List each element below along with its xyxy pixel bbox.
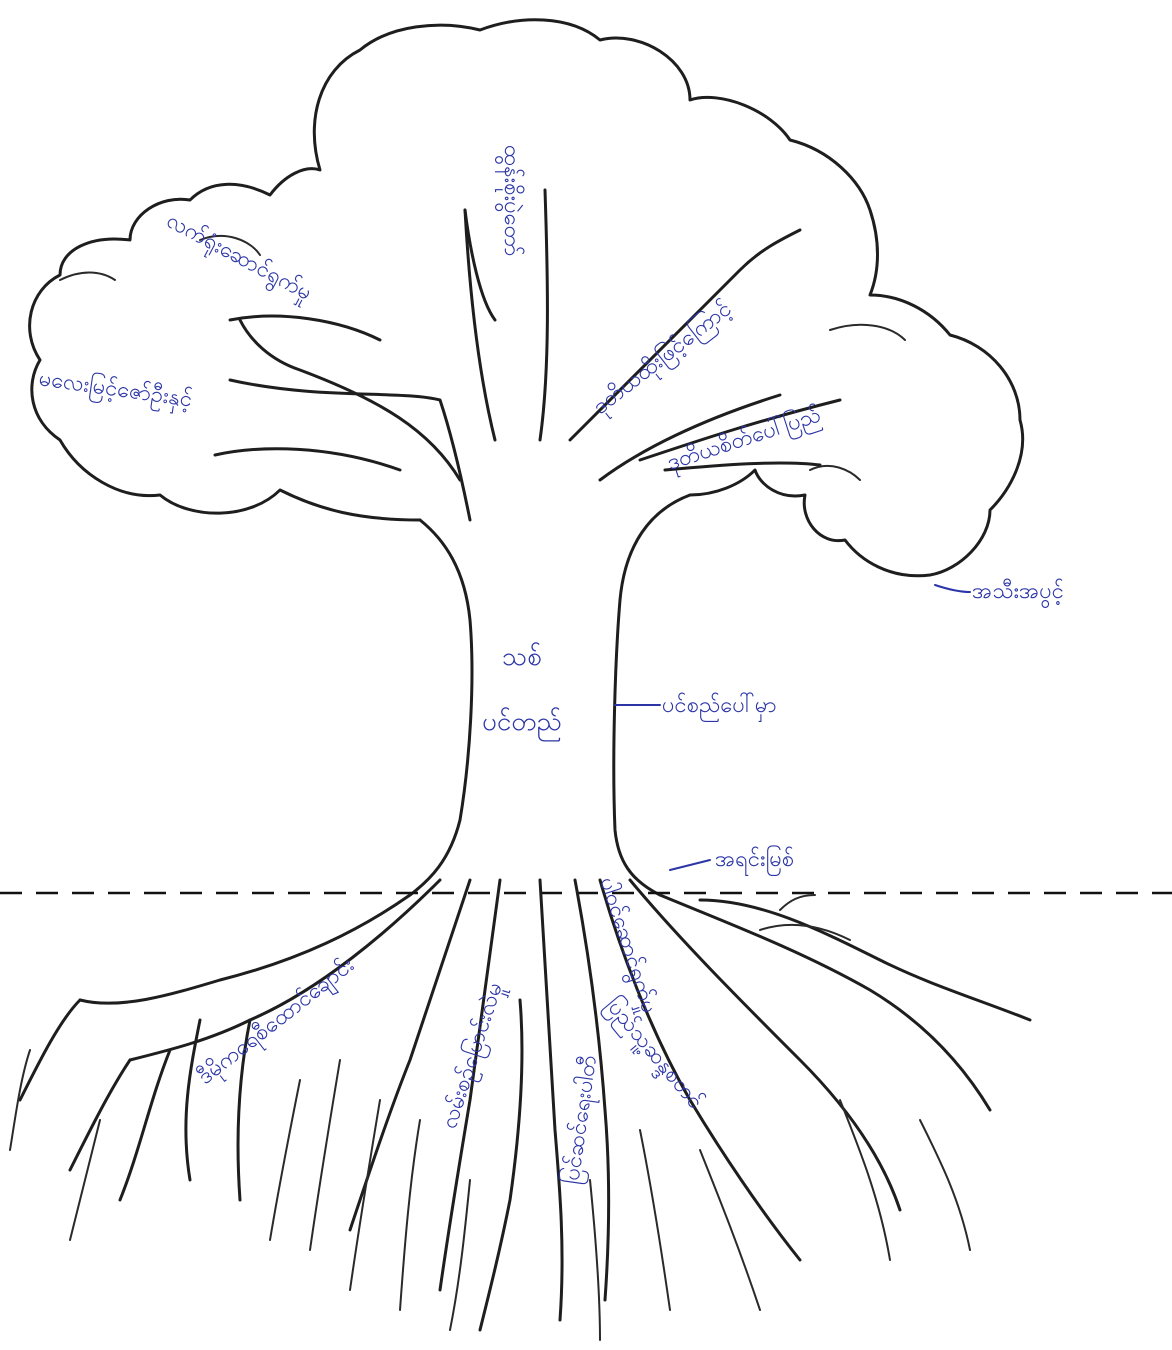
crown-center-label: ထွန်းစိုးပွဲတော် <box>494 145 525 256</box>
crown-lower-right-label: ဒုတိယစိတ်ပေါ်ပြည် <box>664 401 826 480</box>
trunk-label-line1: သစ် <box>502 641 542 672</box>
crown-lower-left-label: မလေးမြင့်ဇော်ဦးနှင့် <box>36 364 194 417</box>
crown-upper-right-label: ဒုတိယထိုးဖြင့်ကြောင့် <box>587 295 739 423</box>
root-label-4: ပါဝင်ဆောင်ရွက်မှု <box>590 874 663 1018</box>
root-label-1: ဒီမိုကရေစီထောင်ချောင်း <box>193 952 362 1093</box>
annotation-trunk: ပင်စည်ပေါ်မှာ <box>662 692 776 723</box>
annotation-fruit: အသီးအပွင့် <box>972 578 1064 609</box>
canopy-outline <box>30 20 1023 576</box>
root-label-2: လမ်းစဉ်ပြောင်းလဲမှု <box>435 979 511 1133</box>
branches <box>215 190 840 520</box>
roots <box>10 880 1030 1340</box>
annotation-root-base: အရင်းမြစ် <box>715 845 794 876</box>
crown-upper-left-label: လက်ရုံးဆောင်ရွက်မှု <box>160 207 316 310</box>
trunk-left-edge <box>410 520 472 895</box>
root-label-3: ပြင်ဆင်ရေးပါတီ <box>557 1053 606 1186</box>
fruit-pointer-line <box>935 585 970 592</box>
trunk-label-line2: ပင်တည် <box>482 706 562 742</box>
root-base-pointer-line <box>670 860 710 870</box>
canopy-fold-right <box>810 325 905 480</box>
